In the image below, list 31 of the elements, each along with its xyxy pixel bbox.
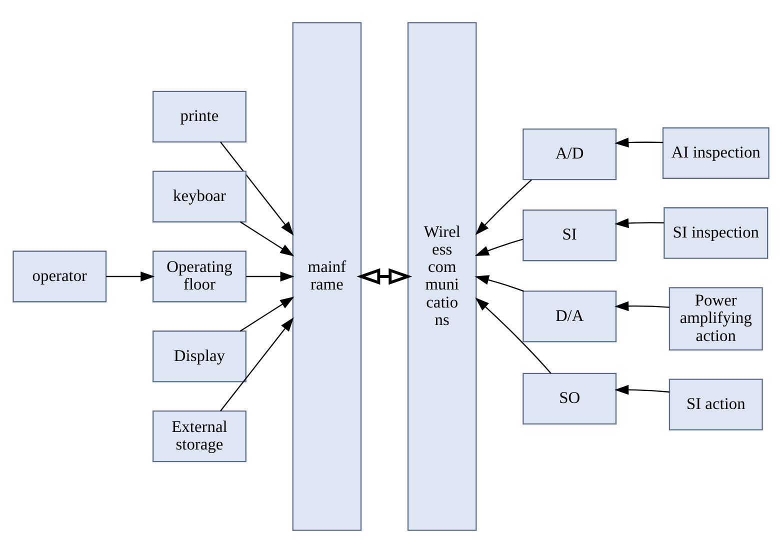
node-box: Power amplifying action — [668, 287, 763, 351]
node-box: A/D — [522, 128, 617, 180]
node-box: mainf rame — [292, 22, 362, 531]
arrow — [614, 384, 670, 395]
node-box: SI inspection — [664, 207, 768, 259]
arrow — [614, 138, 663, 148]
node-box: Display — [152, 330, 246, 382]
arrow — [614, 301, 670, 312]
arrow — [106, 272, 155, 282]
node-box: External storage — [152, 410, 246, 462]
node-box: SI — [522, 210, 617, 262]
node-box: printe — [152, 90, 246, 143]
node-box: operator — [12, 250, 107, 302]
arrow — [474, 238, 523, 256]
arrow — [475, 179, 532, 236]
node-box: SO — [522, 372, 617, 425]
arrow — [474, 275, 524, 292]
arrow — [475, 297, 552, 374]
arrow — [356, 268, 412, 285]
node-box: keyboar — [152, 170, 246, 222]
arrow — [240, 221, 294, 256]
arrow — [246, 272, 294, 282]
node-box: SI action — [668, 378, 763, 430]
node-box: AI inspection — [662, 127, 770, 179]
arrow — [220, 142, 294, 236]
arrow — [220, 317, 294, 412]
arrow — [240, 296, 294, 332]
node-box: Wirel ess com muni catio ns — [407, 22, 477, 531]
node-box: Operating floor — [152, 250, 246, 302]
arrow — [614, 218, 664, 228]
node-box: D/A — [522, 290, 617, 342]
